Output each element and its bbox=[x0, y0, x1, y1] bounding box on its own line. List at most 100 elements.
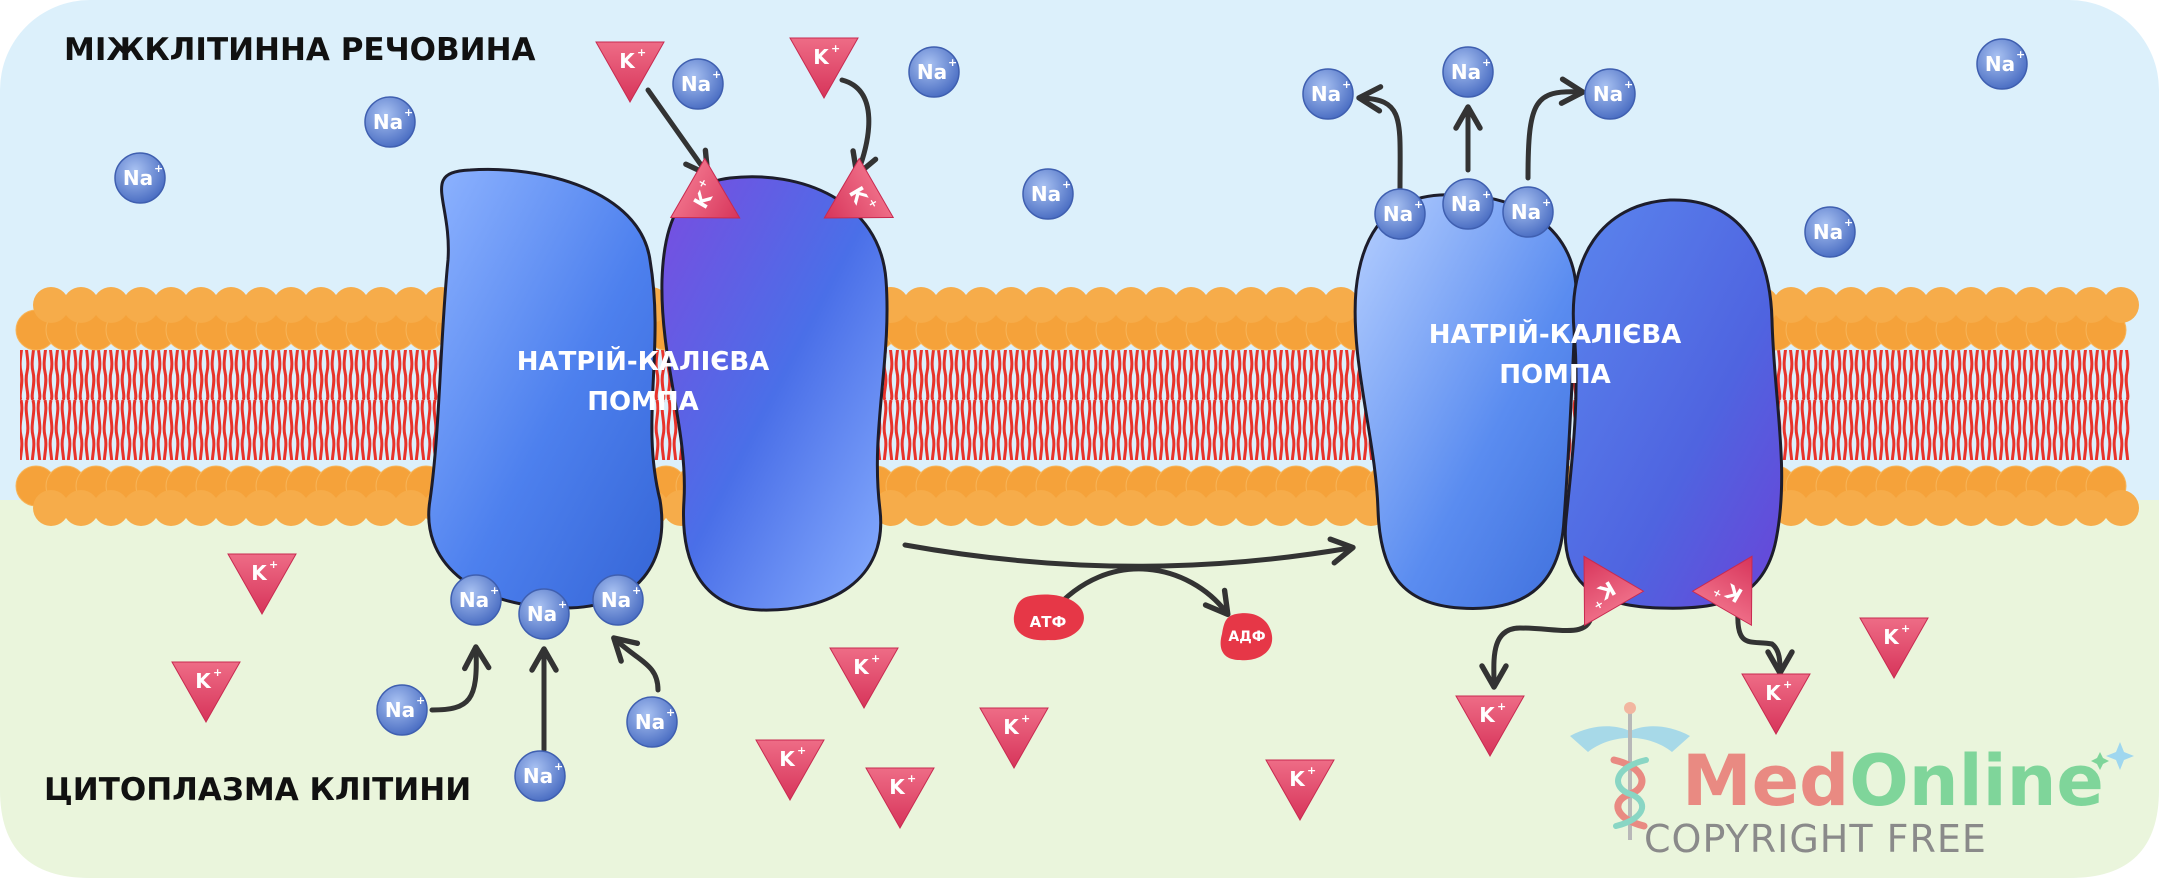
lipid-head bbox=[1143, 287, 1179, 323]
sodium-ion: Na+ bbox=[1302, 68, 1354, 120]
potassium-ion-charge: + bbox=[1021, 712, 1030, 725]
potassium-ion: K+ bbox=[1265, 759, 1335, 822]
potassium-ion-charge: + bbox=[1901, 622, 1910, 635]
lipid-head bbox=[213, 490, 249, 526]
sodium-ion: Na+ bbox=[1584, 68, 1636, 120]
potassium-ion-body bbox=[1859, 617, 1929, 680]
lipid-head bbox=[1203, 490, 1239, 526]
sodium-ion-label: Na bbox=[635, 710, 665, 734]
potassium-ion-body bbox=[1265, 759, 1335, 822]
sodium-ion: Na+ bbox=[518, 588, 570, 640]
lipid-head bbox=[243, 490, 279, 526]
lipid-head bbox=[1143, 490, 1179, 526]
sodium-ion-body bbox=[1804, 206, 1856, 258]
sodium-ions: Na+Na+Na+Na+Na+Na+Na+Na+Na+Na+Na+Na+Na+N… bbox=[114, 38, 2028, 802]
sodium-ion-charge: + bbox=[1482, 188, 1491, 201]
sodium-ion-body bbox=[592, 574, 644, 626]
potassium-ion-body bbox=[829, 647, 899, 710]
sodium-ion-body bbox=[450, 574, 502, 626]
lipid-head bbox=[153, 287, 189, 323]
sodium-ion: Na+ bbox=[1442, 178, 1494, 230]
atp-label: АТФ bbox=[1030, 613, 1067, 631]
logo-name-med: Med bbox=[1682, 740, 1849, 822]
logo-tagline: COPYRIGHT FREE bbox=[1644, 817, 1987, 861]
lipid-head bbox=[2073, 490, 2109, 526]
lipid-head bbox=[333, 490, 369, 526]
lipid-head bbox=[2043, 490, 2079, 526]
potassium-ion-label: K bbox=[1765, 681, 1782, 705]
potassium-ion-charge: + bbox=[637, 46, 646, 59]
logo-name-online: Online bbox=[1849, 740, 2104, 822]
sodium-ion-label: Na bbox=[1985, 52, 2015, 76]
transport-arrows bbox=[429, 76, 1795, 753]
lipid-head bbox=[273, 490, 309, 526]
potassium-ion-charge: + bbox=[269, 558, 278, 571]
potassium-ion-charge: + bbox=[1783, 678, 1792, 691]
sodium-ion-charge: + bbox=[1542, 196, 1551, 209]
sodium-ion-label: Na bbox=[1451, 192, 1481, 216]
potassium-ion: K+ bbox=[823, 157, 895, 219]
sodium-ion-charge: + bbox=[1624, 78, 1633, 91]
potassium-ion-body bbox=[755, 739, 825, 802]
lipid-head bbox=[1833, 490, 1869, 526]
sodium-ion-label: Na bbox=[459, 588, 489, 612]
lipid-tail-band bbox=[20, 350, 2130, 460]
sodium-ion-label: Na bbox=[123, 166, 153, 190]
lipid-head bbox=[1893, 287, 1929, 323]
lipid-head bbox=[1803, 287, 1839, 323]
lipid-head bbox=[1323, 490, 1359, 526]
lipid-head bbox=[123, 287, 159, 323]
sodium-ion-body bbox=[1976, 38, 2028, 90]
lipid-head bbox=[123, 490, 159, 526]
lipid-head bbox=[1113, 490, 1149, 526]
potassium-ion: K+ bbox=[865, 767, 935, 830]
sodium-ion-charge: + bbox=[554, 760, 563, 773]
lipid-head bbox=[1803, 490, 1839, 526]
lipid-head bbox=[333, 287, 369, 323]
lipid-head bbox=[1203, 287, 1239, 323]
sodium-ion-label: Na bbox=[385, 698, 415, 722]
potassium-ion: K+ bbox=[1455, 695, 1525, 758]
sodium-ion-charge: + bbox=[1844, 216, 1853, 229]
potassium-ion-charge: + bbox=[831, 42, 840, 55]
lipid-head bbox=[1863, 287, 1899, 323]
sodium-ion-charge: + bbox=[2016, 48, 2025, 61]
potassium-ion-body bbox=[823, 157, 895, 219]
sodium-ion: Na+ bbox=[514, 750, 566, 802]
sodium-ion-body bbox=[1374, 188, 1426, 240]
lipid-head bbox=[63, 490, 99, 526]
lipid-head bbox=[903, 490, 939, 526]
potassium-ion-body bbox=[595, 41, 665, 104]
lipid-head bbox=[993, 490, 1029, 526]
sodium-ion-body bbox=[1022, 168, 1074, 220]
lipid-heads-outer bbox=[15, 287, 2139, 351]
sodium-ion-label: Na bbox=[1383, 202, 1413, 226]
sodium-ion-body bbox=[908, 46, 960, 98]
sodium-ion-charge: + bbox=[632, 584, 641, 597]
sodium-ion-charge: + bbox=[558, 598, 567, 611]
lipid-head bbox=[183, 490, 219, 526]
lipid-head bbox=[273, 287, 309, 323]
medonline-logo: MedOnline COPYRIGHT FREE bbox=[1570, 702, 2134, 861]
lipid-head bbox=[363, 490, 399, 526]
lipid-head bbox=[183, 287, 219, 323]
arrow-na-out-1 bbox=[1356, 84, 1403, 193]
sodium-ion-charge: + bbox=[404, 106, 413, 119]
sodium-ion-label: Na bbox=[917, 60, 947, 84]
potassium-ion-body bbox=[979, 707, 1049, 770]
lipid-head bbox=[2043, 287, 2079, 323]
potassium-ion: K+ bbox=[171, 661, 241, 724]
sodium-ion-label: Na bbox=[373, 110, 403, 134]
sodium-ion-body bbox=[1442, 178, 1494, 230]
potassium-ions: K+K+K+K+K+K+K+K+K+K+K+K+K+K+K+K+ bbox=[171, 37, 1929, 830]
lipid-head bbox=[2103, 287, 2139, 323]
sparkle-icon bbox=[2091, 742, 2134, 770]
sodium-ion-label: Na bbox=[1311, 82, 1341, 106]
lipid-head bbox=[1293, 287, 1329, 323]
potassium-ion-label: K bbox=[195, 669, 212, 693]
potassium-ion-label: K bbox=[853, 655, 870, 679]
lipid-head bbox=[1773, 287, 1809, 323]
sodium-ion-body bbox=[514, 750, 566, 802]
potassium-ion-label: K bbox=[251, 561, 268, 585]
lipid-head bbox=[1863, 490, 1899, 526]
